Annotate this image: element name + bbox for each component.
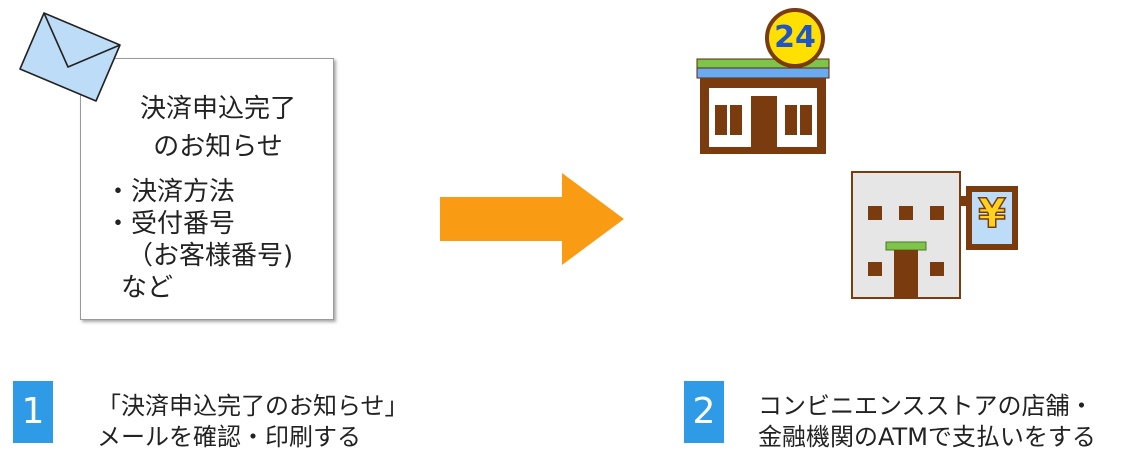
yen-sign-icon: ¥ [977,190,1006,238]
convenience-store-icon [696,8,830,154]
notice-item-list: ・決済方法 ・受付番号 （お客様番号) など [105,176,293,304]
notice-title-line1: 決済申込完了 [139,94,296,124]
envelope-icon [19,12,121,102]
step-1-badge: 1 [13,381,53,443]
store-24-badge-label: 24 [774,20,816,55]
step-1-description: 「決済申込完了のお知らせ」 メールを確認・印刷する [97,391,409,453]
notice-title: 決済申込完了 のお知らせ [118,90,318,166]
list-item: ・決済方法 [105,177,236,207]
step-2-line2: 金融機関のATMで支払いをする [758,423,1096,451]
step-1-line1: 「決済申込完了のお知らせ」 [97,392,409,420]
notice-card [80,58,334,320]
list-item: （お客様番号) [127,241,294,271]
bank-building-icon [851,171,1018,299]
list-item: など [121,273,174,303]
step-2-description: コンビニエンスストアの店舗・ 金融機関のATMで支払いをする [758,391,1096,453]
right-arrow-icon [440,173,624,265]
list-item: ・受付番号 [105,209,236,239]
step-2-line1: コンビニエンスストアの店舗・ [758,392,1094,420]
step-1-line2: メールを確認・印刷する [97,423,361,451]
step-2-badge: 2 [684,381,724,443]
notice-title-line2: のお知らせ [153,132,283,162]
